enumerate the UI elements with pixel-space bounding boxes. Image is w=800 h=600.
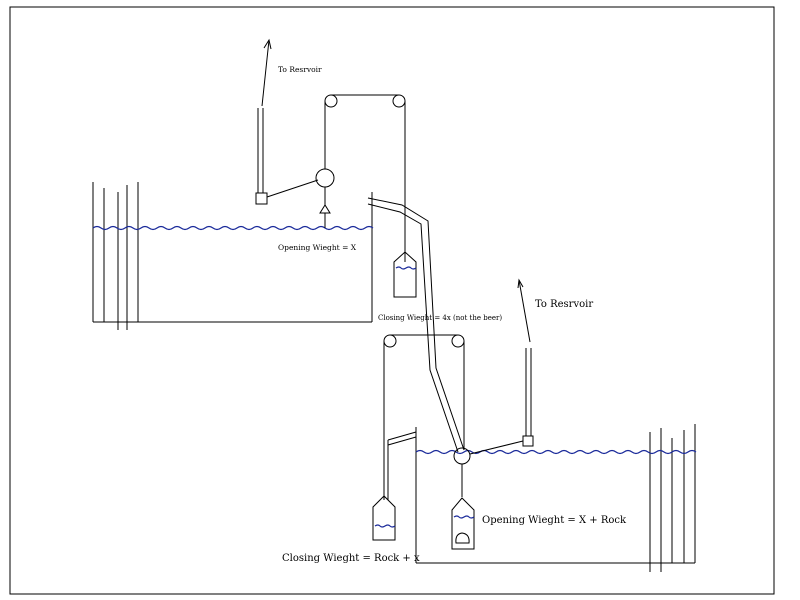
bottom-reservoir-pipe: [517, 278, 534, 447]
top-pulley-left: [324, 94, 338, 108]
to-reservoir-label-top: To Resrvoir: [278, 65, 322, 74]
closing-weight-label-bottom: Closing Wieght = Rock + x: [282, 553, 420, 564]
bucket-water: [453, 515, 475, 519]
connecting-pipe-line: [367, 197, 465, 451]
top-lever-assembly: [266, 94, 417, 298]
top-opening-weight: [319, 204, 331, 214]
arrow-head-icon: [263, 38, 272, 50]
bottom-closing-bucket: [372, 495, 396, 541]
bucket-inlet-pipe: [387, 436, 417, 446]
bottom-lever-assembly: [372, 334, 524, 550]
top-water-surface: [92, 225, 374, 231]
top-pivot-wheel: [315, 168, 335, 188]
bottom-tank: [415, 424, 697, 572]
bucket-water: [374, 524, 396, 528]
bottom-opening-bucket: [451, 497, 475, 550]
bottom-pivot-wheel: [453, 447, 471, 465]
top-closing-bucket: [393, 251, 417, 298]
rock-icon: [455, 532, 470, 544]
bucket-water: [395, 266, 417, 270]
top-valve-box: [255, 192, 268, 205]
opening-weight-label-top: Opening Wieght = X: [278, 243, 357, 252]
bottom-lever-arm: [469, 440, 524, 455]
bottom-pulley-right: [451, 334, 465, 348]
bottom-valve-box: [522, 435, 534, 447]
connecting-pipe: [367, 192, 465, 453]
closing-weight-label-top: Closing Wieght = 4x (not the beer): [378, 314, 502, 322]
bottom-pulley-left: [383, 334, 397, 348]
top-pulley-right: [392, 94, 406, 108]
connecting-pipe-line: [367, 203, 459, 453]
to-reservoir-label-bottom: To Resrvoir: [535, 299, 593, 310]
bucket-inlet-pipe: [387, 431, 417, 441]
outer-frame: [9, 6, 775, 595]
top-reservoir-pipe: [255, 38, 272, 205]
top-lever-arm: [266, 179, 319, 198]
arrow-head-icon: [517, 278, 524, 289]
opening-weight-label-bottom: Opening Wieght = X + Rock: [482, 515, 627, 526]
bottom-reservoir-arrow: [518, 279, 531, 343]
top-tank: [92, 182, 374, 330]
top-reservoir-arrow: [261, 39, 270, 107]
bottom-water-surface: [415, 449, 697, 455]
